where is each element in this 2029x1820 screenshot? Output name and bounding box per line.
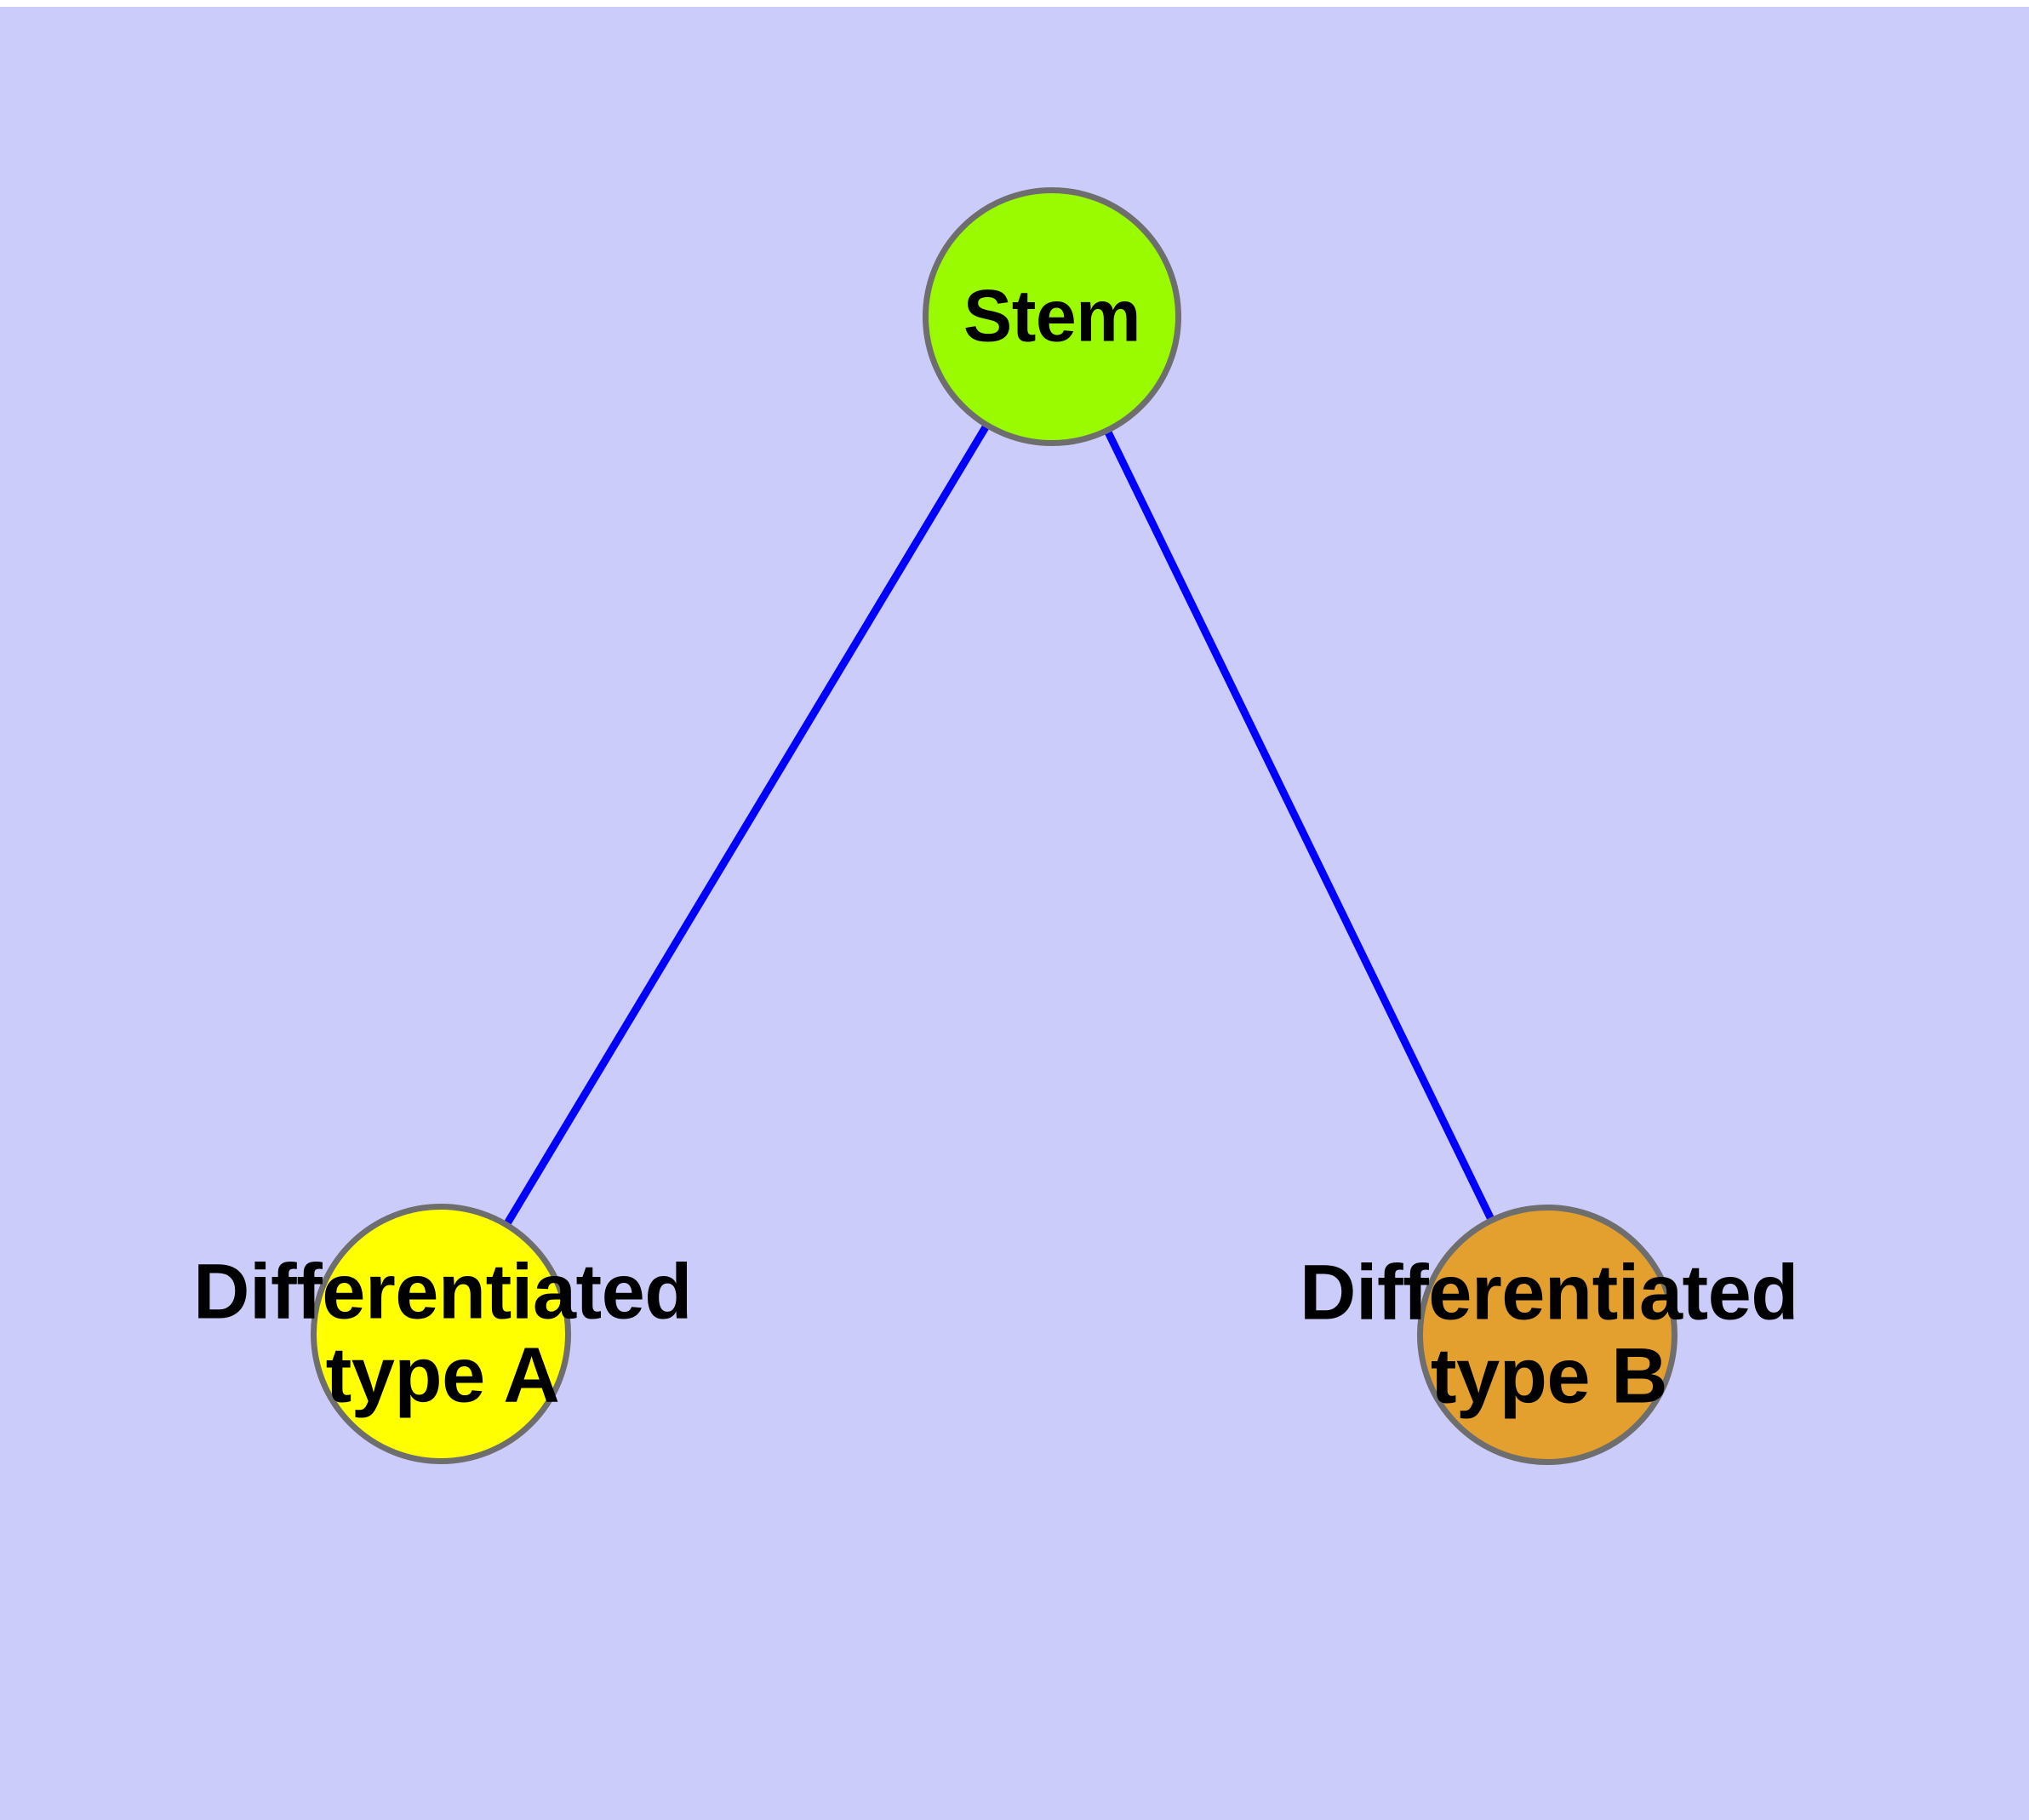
node-layer bbox=[311, 187, 1677, 1465]
edge-stem-to-type-b[interactable] bbox=[1103, 428, 1495, 1222]
node-diff-type-a[interactable] bbox=[311, 1204, 571, 1464]
node-diff-type-b[interactable] bbox=[1417, 1205, 1677, 1465]
edge-layer bbox=[502, 422, 1495, 1228]
node-stem[interactable] bbox=[923, 187, 1181, 446]
edge-stem-to-type-a[interactable] bbox=[502, 422, 991, 1228]
